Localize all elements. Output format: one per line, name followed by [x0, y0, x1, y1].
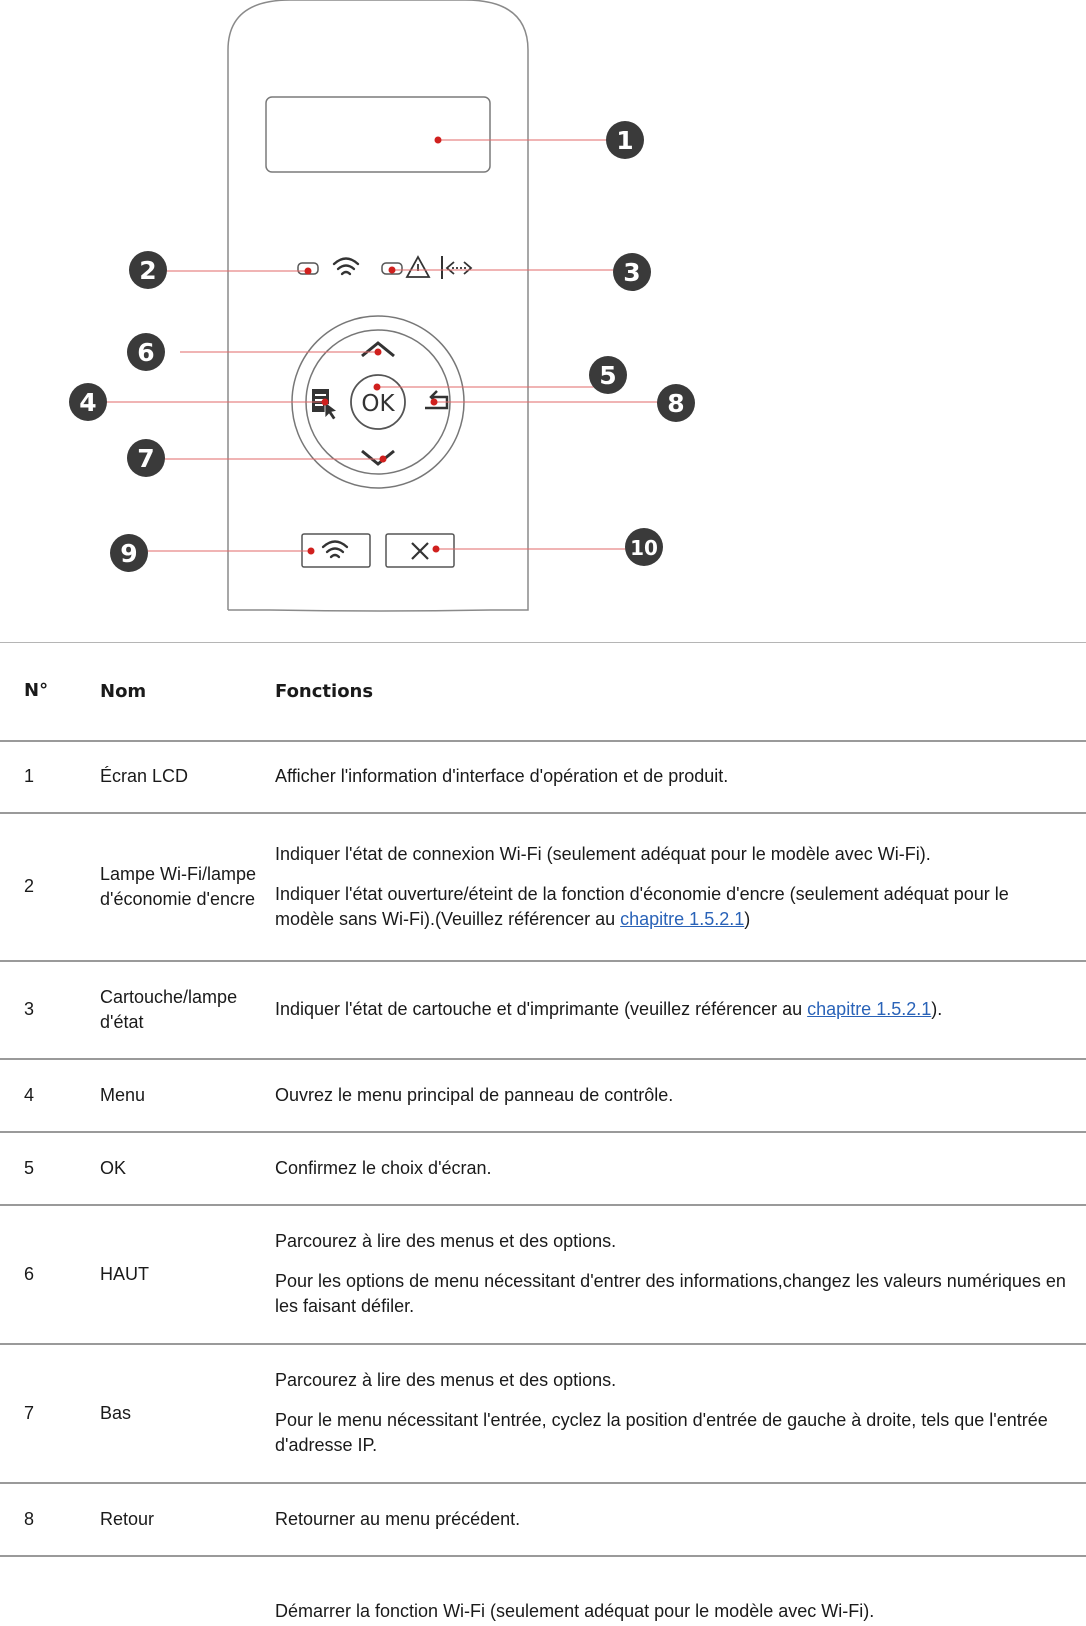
callout-2: 2: [129, 251, 167, 289]
callout-10: 10: [625, 528, 663, 566]
row-name: [76, 1556, 275, 1626]
table-row: 7 Bas Parcourez à lire des menus et des …: [0, 1344, 1086, 1483]
table-row: Démarrer la fonction Wi-Fi (seulement ad…: [0, 1556, 1086, 1626]
callout-4: 4: [69, 383, 107, 421]
row-number: 2: [24, 876, 35, 896]
function-text: Afficher l'information d'interface d'opé…: [275, 766, 729, 786]
control-panel-illustration: OK: [69, 0, 695, 612]
row-functions: Afficher l'information d'interface d'opé…: [275, 741, 1086, 813]
header-no: N°: [24, 680, 49, 702]
function-text: Ouvrez le menu principal de panneau de c…: [275, 1084, 674, 1105]
table-row: 3 Cartouche/lampe d'état Indiquer l'état…: [0, 961, 1086, 1059]
row-name: OK: [100, 1157, 127, 1178]
callout-6: 6: [127, 333, 165, 371]
header-name: Nom: [100, 680, 147, 702]
row-number: 5: [24, 1157, 35, 1178]
function-text: Parcourez à lire des menus et des option…: [275, 1370, 617, 1390]
function-text-linked: Indiquer l'état ouverture/éteint de la f…: [275, 883, 1009, 929]
function-text: Pour les options de menu nécessitant d'e…: [275, 1271, 1066, 1316]
table-row: 8 Retour Retourner au menu précédent.: [0, 1483, 1086, 1556]
row-number: [0, 1556, 76, 1626]
row-functions: Ouvrez le menu principal de panneau de c…: [275, 1059, 1086, 1132]
svg-text:4: 4: [79, 388, 96, 417]
function-text: Retourner au menu précédent.: [275, 1508, 521, 1529]
leader-dots: [304, 136, 442, 555]
row-functions: Retourner au menu précédent.: [275, 1483, 1086, 1556]
row-functions: Parcourez à lire des menus et des option…: [275, 1205, 1086, 1344]
row-functions: Démarrer la fonction Wi-Fi (seulement ad…: [275, 1556, 1086, 1626]
function-text: Confirmez le choix d'écran.: [275, 1157, 492, 1178]
row-number: 4: [24, 1084, 35, 1105]
wifi-icon: [332, 257, 360, 276]
function-text: Démarrer la fonction Wi-Fi (seulement ad…: [275, 1600, 875, 1621]
row-number: 3: [24, 999, 35, 1019]
menu-icon: [312, 389, 338, 421]
svg-text:9: 9: [120, 539, 137, 568]
row-number: 7: [24, 1402, 35, 1423]
row-number: 1: [24, 766, 35, 786]
svg-text:7: 7: [137, 444, 154, 473]
svg-text:10: 10: [630, 536, 658, 560]
warning-icon: [405, 255, 431, 278]
row-name: Bas: [100, 1402, 132, 1423]
callout-9: 9: [110, 534, 148, 572]
table-header-row: N° Nom Fonctions: [0, 642, 1086, 741]
function-text: Pour le menu nécessitant l'entrée, cycle…: [275, 1410, 1048, 1455]
data-transfer-icon: [445, 261, 473, 275]
row-name: Cartouche/lampe d'état: [100, 986, 238, 1032]
table-row: 6 HAUT Parcourez à lire des menus et des…: [0, 1205, 1086, 1344]
row-functions: Parcourez à lire des menus et des option…: [275, 1344, 1086, 1483]
svg-text:2: 2: [139, 256, 156, 285]
callout-1: 1: [606, 121, 644, 159]
row-functions: Indiquer l'état de cartouche et d'imprim…: [275, 961, 1086, 1059]
panel-outline: [227, 0, 529, 612]
function-text: Parcourez à lire des menus et des option…: [275, 1231, 617, 1251]
header-functions: Fonctions: [275, 680, 374, 702]
lcd-screen: [265, 96, 491, 173]
table-row: 1 Écran LCD Afficher l'information d'int…: [0, 741, 1086, 813]
row-name: Menu: [100, 1084, 146, 1105]
callout-8: 8: [657, 384, 695, 422]
callout-5: 5: [589, 356, 627, 394]
function-text: Indiquer l'état de connexion Wi-Fi (seul…: [275, 843, 931, 864]
svg-text:6: 6: [137, 338, 154, 367]
row-name: Écran LCD: [100, 766, 189, 786]
row-number: 8: [24, 1508, 35, 1529]
function-text-linked: Indiquer l'état de cartouche et d'imprim…: [275, 999, 943, 1019]
close-icon: [411, 542, 429, 560]
chapter-link[interactable]: chapitre 1.5.2.1: [807, 999, 932, 1019]
svg-text:5: 5: [599, 361, 616, 390]
chapter-link[interactable]: chapitre 1.5.2.1: [620, 908, 745, 929]
functions-table: N° Nom Fonctions 1 Écran LCD Afficher l'…: [0, 642, 1086, 1626]
svg-text:8: 8: [667, 389, 684, 418]
table-row: 4 Menu Ouvrez le menu principal de panne…: [0, 1059, 1086, 1132]
control-panel-diagram: OK: [0, 0, 1086, 620]
svg-text:1: 1: [616, 126, 633, 155]
row-functions: Indiquer l'état de connexion Wi-Fi (seul…: [275, 813, 1086, 961]
table-row: 2 Lampe Wi-Fi/lampe d'économie d'encre I…: [0, 813, 1086, 961]
chevron-down-icon: [361, 449, 395, 466]
row-name: HAUT: [100, 1263, 149, 1284]
svg-text:3: 3: [623, 258, 640, 287]
ok-button: [350, 374, 406, 430]
table-row: 5 OK Confirmez le choix d'écran.: [0, 1132, 1086, 1205]
leader-lines: [106, 139, 668, 552]
callout-7: 7: [127, 439, 165, 477]
row-name: Lampe Wi-Fi/lampe d'économie d'encre: [100, 863, 257, 909]
wifi-button-icon: [321, 540, 349, 559]
row-functions: Confirmez le choix d'écran.: [275, 1132, 1086, 1205]
callout-3: 3: [613, 253, 651, 291]
row-number: 6: [24, 1263, 35, 1284]
ok-label: OK: [361, 391, 395, 417]
row-name: Retour: [100, 1508, 155, 1529]
